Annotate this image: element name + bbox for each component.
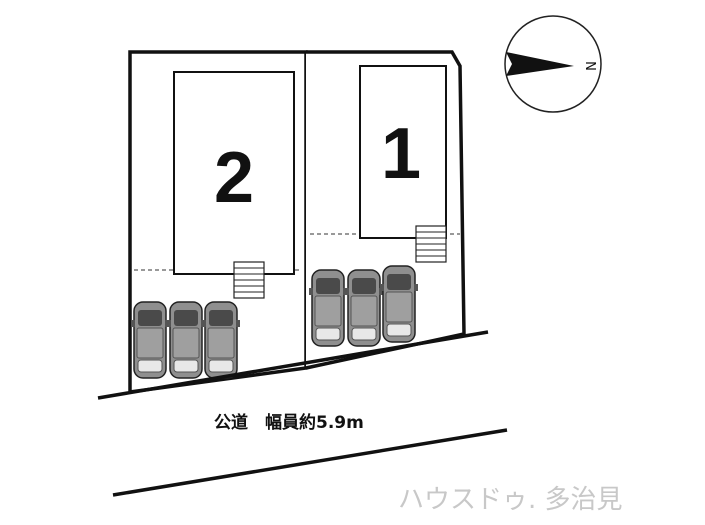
lot-1-entrance-stairs <box>415 225 447 263</box>
lot-1-parking-car-3 <box>379 265 419 343</box>
road-label: 公道 幅員約5.9m <box>214 412 364 433</box>
road-edge-far <box>112 428 508 497</box>
lot-1-parking-car-1 <box>308 269 348 347</box>
north-compass: N <box>504 15 602 113</box>
compass-north-label: N <box>582 61 597 71</box>
lot-2-building <box>173 71 295 275</box>
lot-2-parking-car-1 <box>130 301 170 379</box>
lot-2-number: 2 <box>214 138 254 218</box>
watermark-logo-text: ハウスドゥ. 多治見 <box>398 485 623 515</box>
lot-1-building <box>359 65 447 239</box>
lot-2-parking-car-2 <box>166 301 206 379</box>
lot-2-entrance-stairs <box>233 261 265 299</box>
lot-1-parking-car-2 <box>344 269 384 347</box>
lot-2-parking-car-3 <box>201 301 241 379</box>
road-edge-near <box>97 330 489 400</box>
compass-needle <box>506 52 574 76</box>
lot-1-number: 1 <box>381 114 421 194</box>
